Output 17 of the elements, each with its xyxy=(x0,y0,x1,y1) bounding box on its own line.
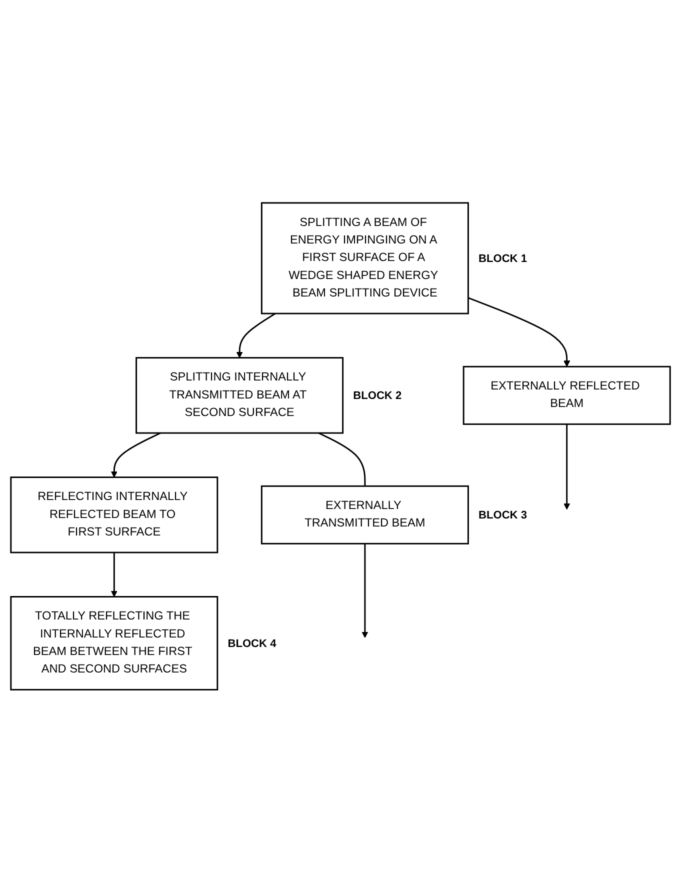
node-box: SPLITTING A BEAM OF ENERGY IMPINGING ON A FIRST SURFACE OF A WEDGE SHAPED ENERGY BEAM SPLITTING DEVICE xyxy=(260,202,469,314)
block-label: BLOCK 4 xyxy=(228,638,276,650)
connector xyxy=(318,432,366,486)
arrow xyxy=(564,424,570,510)
node-box: EXTERNALLY TRANSMITTED BEAM xyxy=(260,486,469,545)
block-label: BLOCK 1 xyxy=(478,253,528,266)
node-box: SPLITTING INTERNALLY TRANSMITTED BEAM AT SECOND SURFACE xyxy=(136,357,344,434)
arrow xyxy=(468,297,570,368)
arrow xyxy=(362,544,368,638)
node-box: REFLECTING INTERNALLY REFLECTED BEAM TO FIRST SURFACE xyxy=(10,476,218,554)
block-label: BLOCK 3 xyxy=(478,510,528,522)
node-box: TOTALLY REFLECTING THE INTERNALLY REFLECTED BEAM BETWEEN THE FIRST AND SECOND SURFACES xyxy=(10,596,218,691)
arrow xyxy=(110,432,161,478)
arrow xyxy=(236,313,276,358)
arrow xyxy=(110,552,118,598)
node-box: EXTERNALLY REFLECTED BEAM xyxy=(462,366,671,426)
block-label: BLOCK 2 xyxy=(353,390,402,402)
